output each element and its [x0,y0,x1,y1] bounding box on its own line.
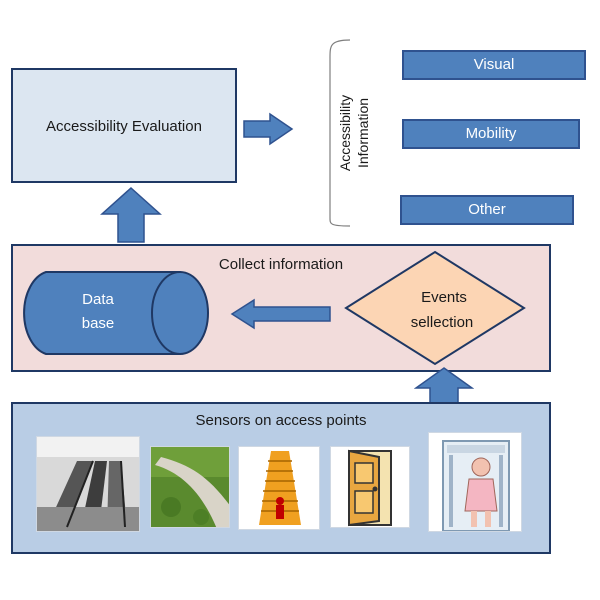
escalator-photo [36,436,140,532]
category-mobility: Mobility [402,119,580,149]
security-gate-illustration [428,432,522,532]
door-illustration [330,446,410,528]
category-other: Other [400,195,574,225]
accessibility-information-label: Accessibility Information [337,95,371,171]
events-label-line1: Events [421,289,467,306]
arrow-left-to-database [230,298,331,330]
events-label-line2: sellection [411,314,474,331]
stairs-illustration [238,446,320,530]
collect-information-label: Collect information [218,256,344,273]
accessibility-information-line2: Information [355,98,371,168]
events-selection-diamond: Events sellection [344,250,526,366]
path-photo [150,446,230,528]
accessibility-information-line1: Accessibility [337,95,353,171]
category-visual: Visual [402,50,586,80]
accessibility-evaluation-label: Accessibility Evaluation [46,118,202,135]
arrow-right-to-information [243,112,294,146]
accessibility-evaluation-box: Accessibility Evaluation [11,68,237,183]
database-cylinder: Data base [23,271,209,355]
sensors-label: Sensors on access points [195,412,367,429]
database-label-line2: base [82,315,115,332]
arrow-up-to-evaluation [100,186,162,243]
information-bracket [329,39,351,227]
database-label-line1: Data [82,291,114,308]
